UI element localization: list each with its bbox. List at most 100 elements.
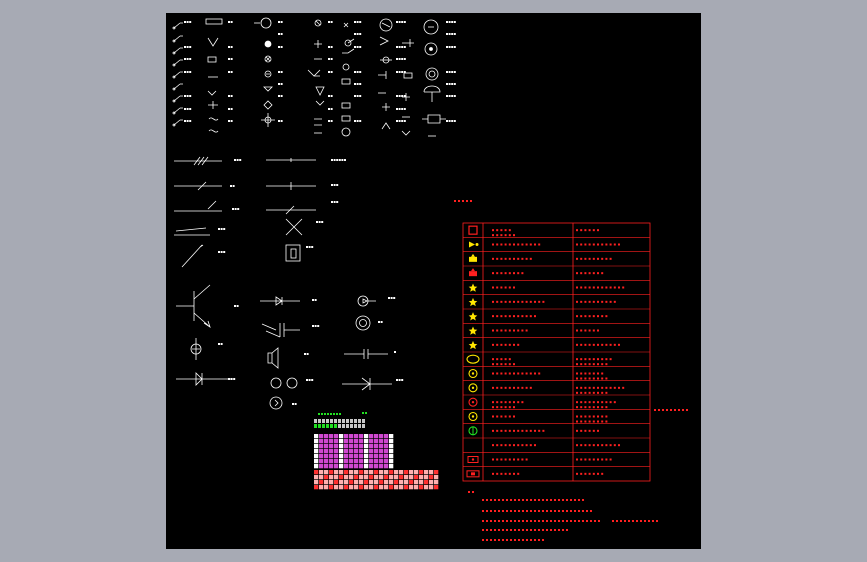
sample-cell	[414, 480, 419, 485]
sample-cell	[374, 434, 379, 439]
label-mark	[448, 120, 451, 122]
label-mark	[498, 520, 500, 522]
label-mark	[233, 378, 236, 380]
label-mark	[236, 305, 239, 307]
label-mark	[396, 108, 398, 110]
label-mark	[398, 120, 401, 122]
label-mark	[576, 363, 578, 366]
label-mark	[514, 499, 516, 501]
label-mark	[504, 358, 507, 361]
label-mark	[529, 300, 532, 303]
label-mark	[584, 420, 587, 423]
label-mark	[496, 257, 499, 260]
label-mark	[490, 510, 492, 512]
label-mark	[500, 372, 503, 375]
label-mark	[186, 46, 189, 48]
label-mark	[498, 510, 500, 512]
label-mark	[582, 520, 584, 522]
sample-cell	[342, 424, 345, 428]
label-mark	[609, 257, 612, 260]
label-mark	[401, 120, 404, 122]
drawing-canvas[interactable]	[166, 13, 701, 549]
label-mark	[403, 21, 406, 23]
label-mark	[492, 415, 494, 418]
label-mark	[517, 372, 520, 375]
label-mark	[562, 499, 564, 501]
label-mark	[580, 401, 583, 404]
label-mark	[492, 286, 494, 289]
label-mark	[580, 229, 583, 232]
label-mark	[482, 520, 484, 522]
label-mark	[597, 429, 599, 432]
label-mark	[330, 108, 333, 110]
label-mark	[513, 363, 515, 366]
label-mark	[496, 229, 499, 232]
label-mark	[597, 472, 599, 475]
label-mark	[601, 315, 604, 318]
sample-cell	[344, 464, 349, 469]
appliance-symbol-column	[378, 18, 393, 130]
label-mark	[186, 21, 189, 23]
label-mark	[601, 472, 604, 475]
label-mark	[592, 229, 595, 232]
label-mark	[492, 372, 494, 375]
label-mark	[508, 458, 511, 461]
sample-cell	[359, 449, 364, 454]
label-mark	[584, 229, 587, 232]
label-mark	[492, 401, 494, 404]
label-mark	[228, 21, 230, 23]
label-mark	[230, 58, 233, 60]
label-mark	[354, 83, 356, 85]
sample-cell	[314, 459, 319, 464]
label-mark	[576, 286, 578, 289]
label-mark	[446, 21, 448, 23]
label-mark	[554, 529, 556, 531]
sample-cell	[399, 485, 404, 490]
sample-cell	[389, 464, 394, 469]
label-mark	[576, 420, 578, 423]
label-mark	[588, 300, 591, 303]
label-mark	[448, 33, 451, 35]
sample-cell	[359, 459, 364, 464]
label-mark	[609, 286, 612, 289]
label-mark	[280, 46, 283, 48]
label-mark	[508, 300, 511, 303]
symbol-grid	[172, 17, 446, 137]
sample-cell	[319, 480, 324, 485]
label-mark	[184, 58, 186, 60]
label-mark	[605, 286, 608, 289]
sample-cell	[344, 454, 349, 459]
sample-cell	[384, 480, 389, 485]
label-mark	[513, 415, 515, 418]
sample-cell	[359, 439, 364, 444]
sample-cell	[314, 424, 317, 428]
sample-cell	[374, 454, 379, 459]
label-mark	[230, 95, 233, 97]
label-mark	[538, 510, 540, 512]
label-mark	[578, 510, 580, 512]
label-mark	[403, 71, 406, 73]
label-mark	[601, 286, 604, 289]
label-mark	[588, 363, 591, 366]
sample-cell	[419, 480, 424, 485]
label-mark	[517, 300, 520, 303]
sample-cell	[369, 439, 374, 444]
sample-cell	[334, 470, 339, 475]
label-mark	[316, 221, 318, 223]
label-mark	[618, 243, 620, 246]
label-mark	[576, 343, 578, 346]
label-mark	[534, 529, 536, 531]
label-mark	[576, 243, 578, 246]
label-mark	[278, 120, 280, 122]
label-mark	[492, 343, 494, 346]
label-mark	[666, 409, 668, 411]
label-mark	[534, 444, 536, 447]
label-mark	[616, 520, 618, 522]
label-mark	[601, 363, 604, 366]
sample-cell	[319, 434, 324, 439]
label-mark	[278, 71, 280, 73]
label-mark	[223, 251, 226, 253]
label-mark	[401, 71, 404, 73]
label-mark	[508, 229, 511, 232]
label-mark	[330, 95, 333, 97]
